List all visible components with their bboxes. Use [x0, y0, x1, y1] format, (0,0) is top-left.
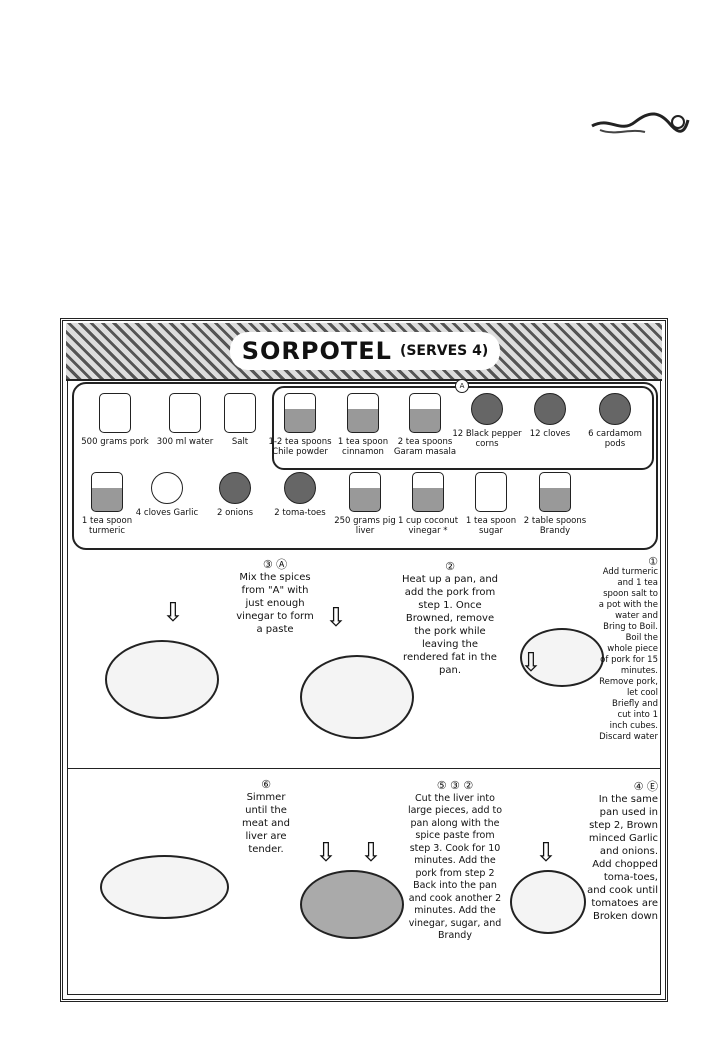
pork-icon — [99, 393, 131, 433]
ingredient-item: 4 cloves Garlic — [132, 472, 202, 518]
pot-illustration — [520, 628, 604, 687]
ingredient-label: 6 cardamom pods — [588, 429, 642, 449]
ingredient-label: 2 table spoons Brandy — [523, 516, 587, 536]
ingredient-item: 300 ml water — [150, 393, 220, 447]
step-text: In the same pan used in step 2, Brown mi… — [587, 794, 658, 922]
ingredient-item: 2 table spoons Brandy — [520, 472, 590, 536]
spice-jar-icon — [284, 393, 316, 433]
cardamom-icon — [599, 393, 631, 425]
ingredient-label: 12 cloves — [529, 429, 571, 439]
ingredient-item: 2 toma-toes — [265, 472, 335, 518]
brandy-bottle-icon — [539, 472, 571, 512]
step-text: Simmer until the meat and liver are tend… — [242, 792, 290, 855]
garlic-icon — [151, 472, 183, 504]
ingredient-label: 300 ml water — [156, 437, 214, 447]
step-text: Add turmeric and 1 tea spoon salt to a p… — [598, 567, 658, 742]
step-text: Cut the liver into large pieces, add to … — [407, 792, 503, 942]
arrow-down-icon: ⇩ — [535, 838, 557, 868]
step-3: ③ Ⓐ Mix the spices from "A" with just en… — [235, 558, 315, 636]
liver-icon — [349, 472, 381, 512]
ingredient-item: 12 Black pepper corns — [452, 393, 522, 449]
spice-jar-icon — [91, 472, 123, 512]
step-number: ⑥ — [261, 778, 271, 791]
arrow-down-icon: ⇩ — [520, 648, 542, 678]
step-text: Mix the spices from "A" with just enough… — [236, 572, 314, 635]
peppercorn-icon — [471, 393, 503, 425]
step-number: ① — [648, 555, 658, 568]
ingredient-label: 2 tea spoons Garam masala — [393, 437, 457, 457]
measuring-cup-icon — [169, 393, 201, 433]
step-number: ③ Ⓐ — [262, 558, 288, 571]
vinegar-bottle-icon — [412, 472, 444, 512]
arrow-down-icon: ⇩ — [325, 603, 347, 633]
sugar-jar-icon — [475, 472, 507, 512]
serving-plate-illustration — [100, 855, 229, 919]
ingredient-item: 6 cardamom pods — [580, 393, 650, 449]
step-text: Heat up a pan, and add the pork from ste… — [401, 574, 499, 676]
ingredient-item: 1 tea spoon sugar — [456, 472, 526, 536]
step-1: ① Add turmeric and 1 tea spoon salt to a… — [598, 556, 658, 743]
decorative-ornament-icon — [591, 112, 690, 134]
ingredient-label: 250 grams pig liver — [334, 516, 396, 536]
ingredient-item: 250 grams pig liver — [330, 472, 400, 536]
step-4: ④ Ⓔ In the same pan used in step 2, Brow… — [586, 780, 658, 923]
step-number: ④ Ⓔ — [633, 780, 658, 793]
ingredient-item: 1-2 tea spoons Chile powder — [265, 393, 335, 457]
ingredient-label: 2 toma-toes — [274, 508, 326, 518]
recipe-name: SORPOTEL — [241, 337, 392, 365]
ingredient-label: 1 tea spoon turmeric — [81, 516, 133, 536]
ingredient-item: 1 tea spoon turmeric — [72, 472, 142, 536]
ingredient-label: 12 Black pepper corns — [452, 429, 522, 449]
ingredient-item: 1 tea spoon cinnamon — [328, 393, 398, 457]
ingredient-label: 1 tea spoon cinnamon — [337, 437, 389, 457]
spice-group-label: A — [455, 379, 469, 393]
ingredient-item: Salt — [205, 393, 275, 447]
frying-pan-onion-illustration — [510, 870, 586, 934]
ingredient-item: 12 cloves — [515, 393, 585, 439]
spice-jar-icon — [409, 393, 441, 433]
step-5: ⑤ ③ ② Cut the liver into large pieces, a… — [404, 779, 506, 943]
onion-icon — [219, 472, 251, 504]
ingredient-label: 500 grams pork — [81, 437, 149, 447]
ingredient-item: 2 onions — [200, 472, 270, 518]
recipe-serves: (SERVES 4) — [399, 343, 489, 359]
ingredient-item: 500 grams pork — [80, 393, 150, 447]
mixing-bowl-illustration — [105, 640, 219, 719]
clove-icon — [534, 393, 566, 425]
ingredient-label: 4 cloves Garlic — [135, 508, 199, 518]
step-6: ⑥ Simmer until the meat and liver are te… — [238, 778, 294, 856]
salt-shaker-icon — [224, 393, 256, 433]
ingredients-box — [72, 382, 658, 550]
arrow-down-icon: ⇩ — [162, 598, 184, 628]
arrow-down-icon: ⇩ — [315, 838, 337, 868]
ingredient-label: 1 cup coconut vinegar * — [397, 516, 459, 536]
recipe-title: SORPOTEL (SERVES 4) — [230, 332, 500, 370]
divider — [68, 768, 660, 769]
step-number: ② — [445, 560, 455, 573]
ingredient-item: 2 tea spoons Garam masala — [390, 393, 460, 457]
step-2: ② Heat up a pan, and add the pork from s… — [400, 560, 500, 677]
tomato-icon — [284, 472, 316, 504]
step-number: ⑤ ③ ② — [436, 779, 474, 792]
ingredient-item: 1 cup coconut vinegar * — [393, 472, 463, 536]
ingredient-label: Salt — [231, 437, 249, 447]
arrow-down-icon: ⇩ — [360, 838, 382, 868]
spice-jar-icon — [347, 393, 379, 433]
ingredient-label: 1-2 tea spoons Chile powder — [268, 437, 332, 457]
ingredient-label: 1 tea spoon sugar — [465, 516, 517, 536]
ingredient-label: 2 onions — [216, 508, 254, 518]
frying-pan-illustration — [300, 655, 414, 739]
frying-pan-liver-illustration — [300, 870, 404, 939]
